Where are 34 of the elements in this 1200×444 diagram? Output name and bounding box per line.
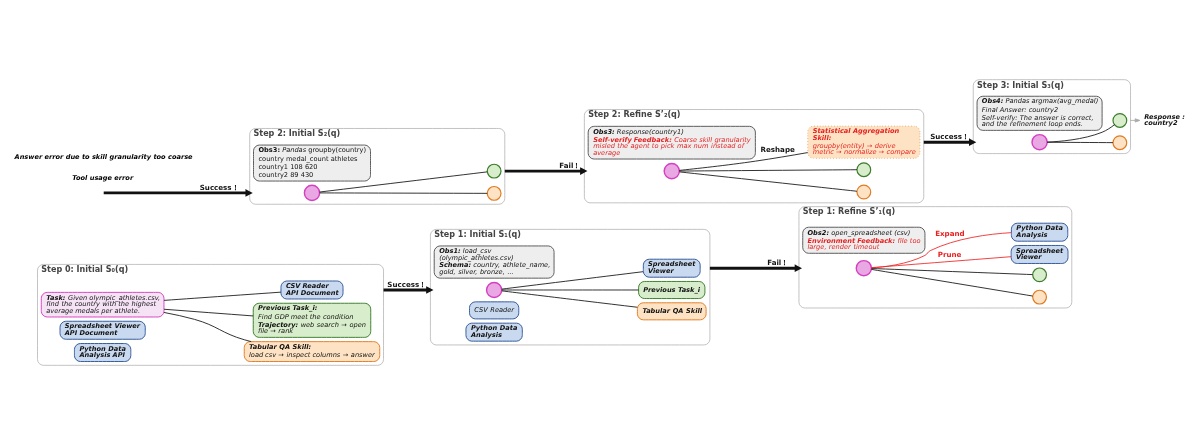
node-circle	[856, 161, 872, 177]
node-robot	[485, 281, 503, 298]
connector	[319, 192, 488, 194]
connector	[871, 231, 1012, 268]
connector	[501, 289, 638, 308]
connector	[501, 289, 639, 290]
node-robot	[1031, 133, 1048, 150]
node-robot	[303, 184, 321, 201]
arrow	[709, 263, 802, 272]
node-circle	[486, 163, 502, 179]
node-circle	[1032, 289, 1048, 305]
connector	[870, 268, 1034, 296]
connector	[1046, 123, 1115, 142]
node-circle	[1032, 266, 1048, 282]
arrow	[923, 137, 977, 146]
connector	[163, 311, 252, 342]
node-circle	[1112, 134, 1128, 150]
connector	[678, 151, 809, 171]
arrow	[103, 188, 253, 197]
connector	[501, 270, 644, 290]
node-circle	[1112, 112, 1128, 128]
connector	[319, 170, 488, 192]
arrow	[1130, 117, 1141, 122]
arrow	[383, 285, 434, 294]
connector	[679, 170, 858, 192]
node-robot	[855, 259, 873, 276]
connector	[163, 291, 282, 301]
node-circle	[856, 184, 872, 199]
node-circle	[486, 185, 502, 201]
node-robot	[663, 162, 681, 179]
connector	[163, 308, 254, 316]
connector	[871, 267, 1033, 275]
arrow	[504, 166, 588, 175]
connector	[679, 168, 858, 171]
